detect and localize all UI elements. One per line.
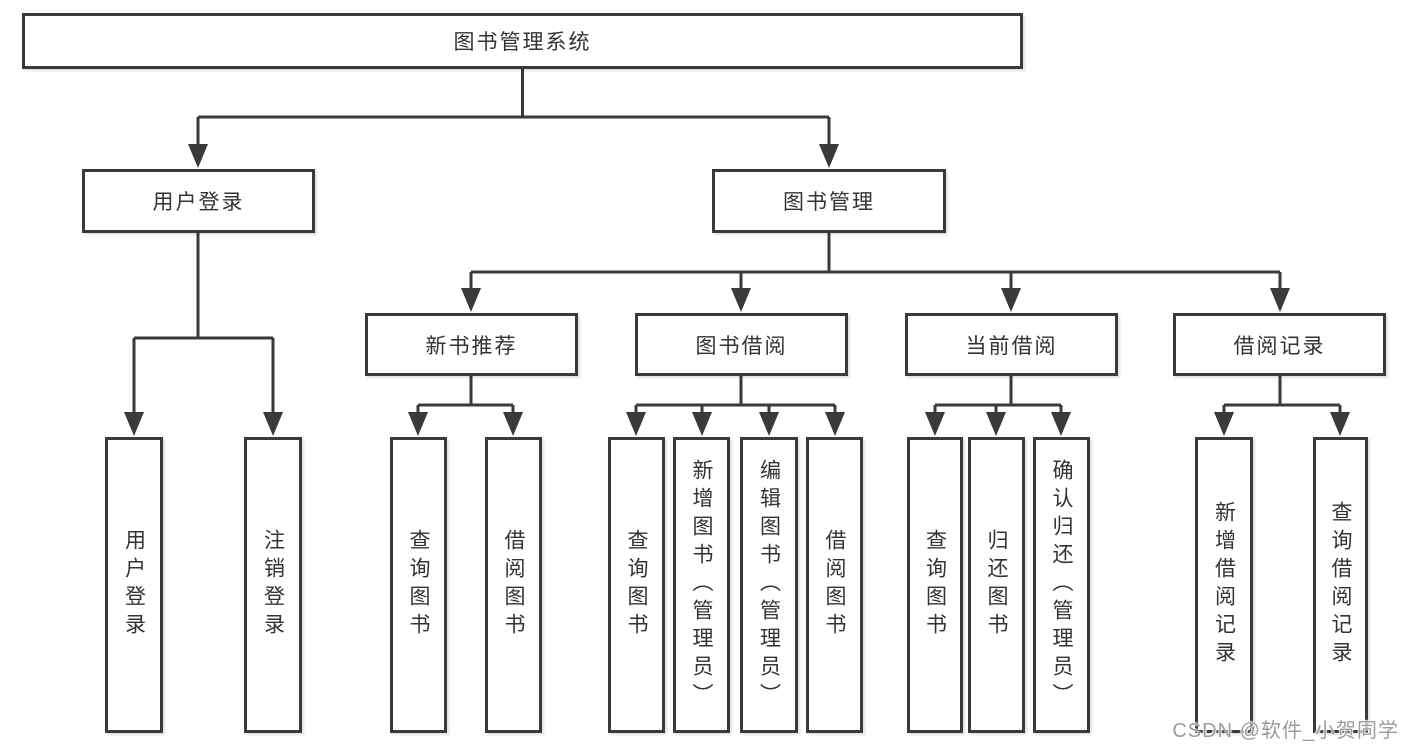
leaf-br-query-record-label: 查询借阅记录: [1329, 501, 1352, 669]
node-user-login: 用户登录: [82, 169, 315, 233]
leaf-bb-add-books-admin: 新增图书（管理员）: [673, 437, 730, 733]
node-current-borrowing: 当前借阅: [905, 313, 1118, 376]
leaf-user-login: 用户登录: [105, 437, 163, 733]
leaf-nb-query-books: 查询图书: [390, 437, 447, 733]
node-book-borrowing: 图书借阅: [635, 313, 848, 376]
leaf-bb-query-books-label: 查询图书: [625, 529, 648, 641]
leaf-cb-return-books-label: 归还图书: [985, 529, 1008, 641]
leaf-bb-edit-books-admin: 编辑图书（管理员）: [740, 437, 798, 733]
node-current-borrowing-label: 当前借阅: [965, 334, 1058, 358]
leaf-bb-edit-books-admin-label: 编辑图书（管理员）: [757, 459, 781, 711]
node-new-book-recommend-label: 新书推荐: [425, 334, 518, 358]
leaf-logout-label: 注销登录: [261, 529, 285, 641]
node-borrowing-records: 借阅记录: [1173, 313, 1386, 376]
leaf-bb-query-books: 查询图书: [608, 437, 665, 733]
node-book-management: 图书管理: [712, 169, 946, 233]
node-library-system-label: 图书管理系统: [453, 31, 592, 54]
leaf-nb-borrow-books: 借阅图书: [485, 437, 542, 733]
leaf-logout: 注销登录: [244, 437, 302, 733]
node-book-management-label: 图书管理: [783, 191, 875, 214]
node-user-login-label: 用户登录: [152, 191, 245, 214]
leaf-cb-return-books: 归还图书: [968, 437, 1025, 733]
leaf-bb-borrow-books-label: 借阅图书: [823, 529, 846, 641]
leaf-cb-query-books: 查询图书: [907, 437, 963, 733]
leaf-cb-query-books-label: 查询图书: [923, 529, 947, 641]
node-borrowing-records-label: 借阅记录: [1233, 334, 1326, 358]
leaf-bb-borrow-books: 借阅图书: [806, 437, 863, 733]
node-book-borrowing-label: 图书借阅: [695, 334, 788, 358]
leaf-user-login-label: 用户登录: [122, 529, 146, 641]
leaf-nb-query-books-label: 查询图书: [407, 529, 430, 641]
leaf-nb-borrow-books-label: 借阅图书: [502, 529, 525, 641]
leaf-bb-add-books-admin-label: 新增图书（管理员）: [690, 459, 713, 711]
node-new-book-recommend: 新书推荐: [365, 313, 578, 376]
leaf-cb-confirm-return-admin-label: 确认归还（管理员）: [1050, 459, 1073, 711]
csdn-watermark: CSDN @软件_小贺同学: [1172, 720, 1399, 742]
leaf-br-query-record: 查询借阅记录: [1313, 437, 1368, 733]
leaf-br-add-record-label: 新增借阅记录: [1212, 501, 1236, 669]
leaf-cb-confirm-return-admin: 确认归还（管理员）: [1033, 437, 1090, 733]
leaf-br-add-record: 新增借阅记录: [1195, 437, 1253, 733]
node-library-system: 图书管理系统: [22, 13, 1023, 69]
arrowheads: [124, 144, 1350, 436]
